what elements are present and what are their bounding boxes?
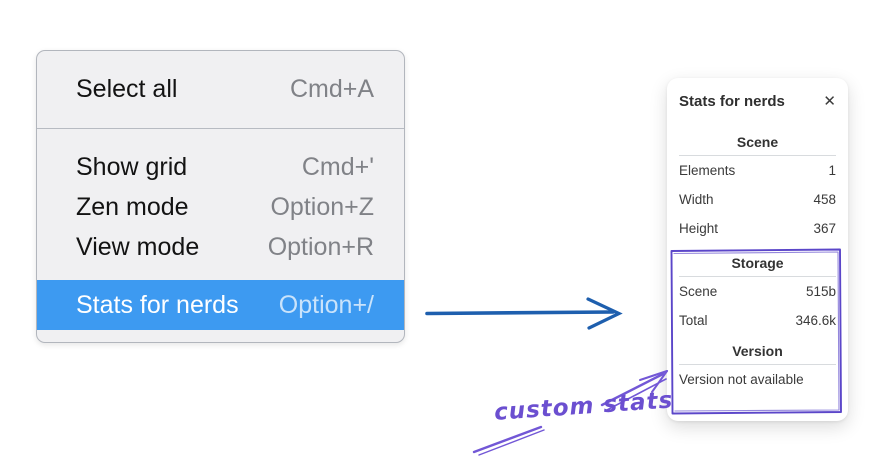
stat-row-scene-size: Scene 515b [679,277,836,306]
section-title-storage: Storage [731,255,784,271]
menu-item-shortcut: Option+Z [270,192,374,221]
context-menu: Select all Cmd+A Show grid Cmd+' Zen mod… [36,50,405,343]
stats-panel-title: Stats for nerds [679,92,785,110]
menu-item-shortcut: Option+/ [278,290,374,319]
stat-value: 346.6k [795,313,836,328]
stat-row-total-size: Total 346.6k [679,306,836,335]
stats-panel-header: Stats for nerds ✕ [679,90,836,112]
stat-label: Width [679,192,714,207]
menu-item-stats-for-nerds[interactable]: Stats for nerds Option+/ [37,280,404,330]
section-divider [679,155,836,156]
stat-label: Height [679,221,719,236]
stats-panel: Stats for nerds ✕ Scene Elements 1 Width… [667,78,848,421]
section-title-version: Version [732,343,783,359]
stat-value: 1 [828,163,836,178]
menu-item-label: View mode [76,232,200,261]
stat-row-elements: Elements 1 [679,156,836,185]
close-icon[interactable]: ✕ [823,92,836,110]
stat-label: Total [679,313,708,328]
menu-item-view-mode[interactable]: View mode Option+R [37,227,404,267]
annotation-custom-stats: custom stats [493,387,675,426]
menu-item-label: Select all [76,75,178,103]
menu-item-label: Stats for nerds [76,290,239,319]
menu-item-zen-mode[interactable]: Zen mode Option+Z [37,187,404,227]
menu-item-label: Zen mode [76,192,189,221]
stat-value: 367 [813,221,836,236]
stat-value: 515b [805,284,836,299]
stat-label: Elements [679,163,736,178]
stat-row-height: Height 367 [679,214,836,243]
stat-row-width: Width 458 [679,185,836,214]
stat-value: 458 [813,192,836,207]
menu-section-view: Show grid Cmd+' Zen mode Option+Z View m… [37,128,404,330]
menu-item-show-grid[interactable]: Show grid Cmd+' [37,147,404,187]
menu-item-shortcut: Cmd+' [301,152,374,181]
menu-to-panel-arrow [425,297,623,330]
menu-item-shortcut: Option+R [267,232,374,261]
section-title-scene: Scene [736,134,779,150]
menu-item-shortcut: Cmd+A [289,75,374,103]
menu-item-label: Show grid [76,152,188,181]
version-note: Version not available [679,372,804,387]
stat-label: Scene [679,284,718,299]
menu-section-top: Select all Cmd+A [37,51,404,128]
menu-item-select-all[interactable]: Select all Cmd+A [37,75,404,104]
annotation-underline-stroke [472,425,545,456]
section-divider [679,364,836,365]
